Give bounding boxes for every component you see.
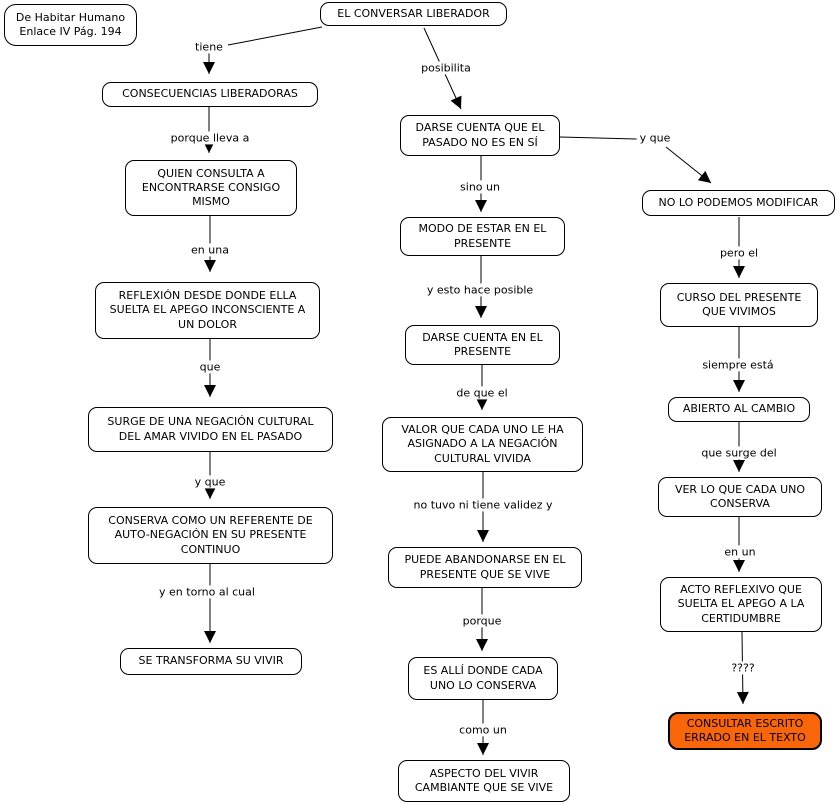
link-label-sino-un[interactable]: sino un [457,180,503,194]
link-label-y-esto-hace-posible[interactable]: y esto hace posible [423,283,537,297]
link-label-en-una[interactable]: en una [188,243,232,257]
node-consecuencias-liberadoras[interactable]: CONSECUENCIAS LIBERADORAS [102,82,318,107]
node-ver-lo-que-conserva[interactable]: VER LO QUE CADA UNO CONSERVA [658,477,822,517]
connector-line [665,146,712,184]
node-curso-del-presente[interactable]: CURSO DEL PRESENTE QUE VIVIMOS [660,283,818,327]
node-abierto-al-cambio[interactable]: ABIERTO AL CAMBIO [668,397,810,422]
node-acto-reflexivo[interactable]: ACTO REFLEXIVO QUE SUELTA EL APEGO A LA … [660,577,822,632]
link-label-y-que-right[interactable]: y que [636,131,674,145]
link-label-y-que-left[interactable]: y que [191,475,229,489]
link-label-en-un[interactable]: en un [721,545,759,559]
link-label-y-en-torno-al-cual[interactable]: y en torno al cual [156,585,258,599]
connector-line [227,26,323,46]
node-reflexion-suelta-apego[interactable]: REFLEXIÓN DESDE DONDE ELLA SUELTA EL APE… [95,282,320,339]
node-es-alli-donde-conserva[interactable]: ES ALLÍ DONDE CADA UNO LO CONSERVA [408,657,558,700]
node-quien-consulta[interactable]: QUIEN CONSULTA A ENCONTRARSE CONSIGO MIS… [125,160,297,216]
link-label-siempre-esta[interactable]: siempre está [699,358,777,372]
link-label-como-un[interactable]: como un [456,723,510,737]
node-se-transforma-su-vivir[interactable]: SE TRANSFORMA SU VIVIR [120,648,302,675]
link-label-tiene[interactable]: tiene [192,40,226,54]
link-label-posibilita[interactable]: posibilita [418,61,474,75]
link-label-no-tuvo-ni-tiene-validez[interactable]: no tuvo ni tiene validez y [410,498,556,512]
node-surge-negacion-cultural[interactable]: SURGE DE UNA NEGACIÓN CULTURAL DEL AMAR … [88,407,333,452]
node-el-conversar-liberador[interactable]: EL CONVERSAR LIBERADOR [320,2,507,26]
link-label-que[interactable]: que [196,360,224,374]
link-label-porque-lleva-a[interactable]: porque lleva a [167,131,253,145]
node-consultar-escrito-errado[interactable]: CONSULTAR ESCRITO ERRADO EN EL TEXTO [668,712,822,750]
node-darse-cuenta-pasado[interactable]: DARSE CUENTA QUE EL PASADO NO ES EN SÍ [400,115,560,156]
link-label-pero-el[interactable]: pero el [716,246,762,260]
node-conserva-referente[interactable]: CONSERVA COMO UN REFERENTE DE AUTO-NEGAC… [88,507,333,564]
note-source-reference[interactable]: De Habitar Humano Enlace IV Pág. 194 [4,4,137,46]
node-darse-cuenta-presente[interactable]: DARSE CUENTA EN EL PRESENTE [405,325,560,365]
node-no-lo-podemos-modificar[interactable]: NO LO PODEMOS MODIFICAR [642,190,835,216]
node-aspecto-del-vivir[interactable]: ASPECTO DEL VIVIR CAMBIANTE QUE SE VIVE [398,760,570,802]
link-label-porque[interactable]: porque [459,614,505,628]
connector-line [559,136,638,140]
link-label-question-marks[interactable]: ???? [728,661,758,675]
node-valor-asignado[interactable]: VALOR QUE CADA UNO LE HA ASIGNADO A LA N… [382,417,583,472]
link-label-de-que-el[interactable]: de que el [453,386,511,400]
link-label-que-surge-del[interactable]: que surge del [698,446,780,460]
node-puede-abandonarse[interactable]: PUEDE ABANDONARSE EN EL PRESENTE QUE SE … [388,547,582,588]
node-modo-de-estar-presente[interactable]: MODO DE ESTAR EN EL PRESENTE [400,217,565,256]
